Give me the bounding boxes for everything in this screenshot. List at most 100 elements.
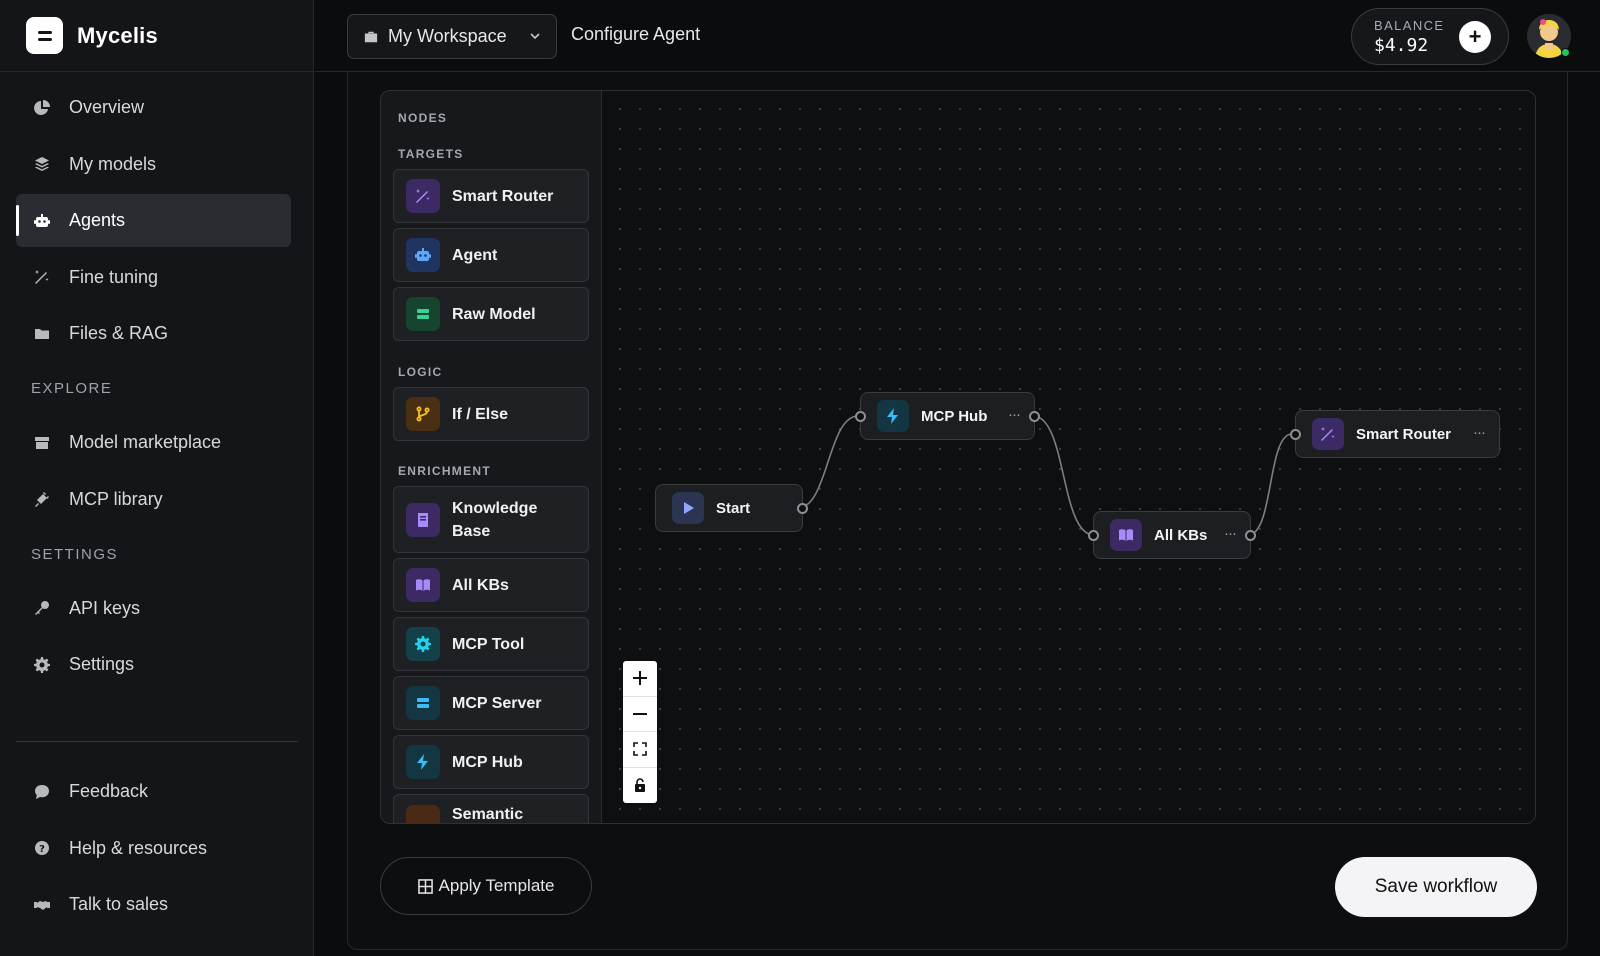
edge-all-kbs-smart-router [1247,433,1293,536]
lock-button[interactable] [623,768,657,804]
sidebar-item-label: API keys [69,597,141,618]
palette-item-label: MCP Tool [452,635,525,653]
handshake-icon [34,897,50,913]
edge-mcp-hub-all-kbs [1032,415,1095,536]
node-more-icon[interactable]: ··· [1008,406,1021,423]
palette-item-all-kbs[interactable]: All KBs [393,558,589,612]
palette-item-agent[interactable]: Agent [393,228,589,282]
output-handle[interactable] [1245,530,1256,541]
node-label: Start [716,499,751,517]
section-enrichment: ENRICHMENT [398,464,491,478]
apply-template-button[interactable]: Apply Template [380,857,592,915]
section-explore: EXPLORE [31,380,113,397]
input-handle[interactable] [1290,429,1301,440]
input-handle[interactable] [855,411,866,422]
node-label: MCP Hub [921,407,988,425]
book-icon [406,502,440,537]
brand[interactable]: Mycelis [0,0,313,72]
minus-icon [633,712,647,715]
sidebar-item-help[interactable]: ? Help & resources [16,822,291,875]
sidebar-item-label: Settings [69,654,135,674]
balance-label: BALANCE [1374,18,1445,33]
palette-item-raw-model[interactable]: Raw Model [393,287,589,341]
sidebar-item-label: Fine tuning [69,266,159,287]
open-book-icon [1110,519,1142,551]
node-smart-router[interactable]: Smart Router ··· [1290,410,1500,458]
section-logic: LOGIC [398,365,443,379]
sidebar-item-mcp-library[interactable]: MCP library [16,473,291,526]
sidebar-item-label: MCP library [69,488,163,509]
node-more-icon[interactable]: ··· [1224,525,1237,542]
palette-item-label: Smart Router [452,187,554,205]
sidebar-item-fine-tuning[interactable]: Fine tuning [16,251,291,304]
sidebar-item-label: Talk to sales [69,894,169,914]
zoom-out-button[interactable] [623,697,657,732]
sidebar-item-overview[interactable]: Overview [16,81,291,134]
node-more-icon[interactable]: ··· [1473,424,1486,441]
palette-item-label: MCP Hub [452,753,523,771]
plug-icon [34,491,50,507]
palette-item-label: If / Else [452,405,509,423]
robot-icon [406,238,440,272]
sidebar-item-feedback[interactable]: Feedback [16,765,291,818]
palette-title: NODES [398,111,448,125]
brand-logo-icon [26,17,63,54]
store-icon [34,435,50,451]
open-book-icon [406,568,440,602]
sidebar-item-agents[interactable]: Agents [16,194,291,247]
node-mcp-hub[interactable]: MCP Hub ··· [855,392,1040,440]
sidebar-item-label: Model marketplace [69,432,222,452]
wand-icon [34,269,50,285]
palette-item-knowledge-base[interactable]: Knowledge Base [393,486,589,553]
palette-item-semantic[interactable]: Semantic [393,794,589,823]
fit-view-icon [633,742,647,757]
git-branch-icon [406,397,440,431]
play-icon [672,492,704,524]
sidebar-item-my-models[interactable]: My models [16,138,291,191]
workflow-edges [797,415,1293,536]
palette-item-mcp-server[interactable]: MCP Server [393,676,589,730]
palette-item-label: Semantic [452,806,524,823]
online-status-dot [1561,48,1570,57]
output-handle[interactable] [797,503,808,514]
chat-icon [34,784,50,800]
palette-item-mcp-tool[interactable]: MCP Tool [393,617,589,671]
workflow-editor: NODES TARGETS Smart Router Agent Raw Mod… [380,90,1536,824]
node-all-kbs[interactable]: All KBs ··· [1088,511,1256,559]
pie-chart-icon [34,99,50,116]
gear-icon [34,656,50,673]
sidebar-item-settings[interactable]: Settings [16,638,291,691]
save-workflow-button[interactable]: Save workflow [1335,857,1537,917]
zoom-in-button[interactable] [623,661,657,697]
zoom-controls [623,661,657,803]
page-title: Configure Agent [571,24,701,44]
sidebar-item-talk-to-sales[interactable]: Talk to sales [16,878,291,931]
node-label: All KBs [1154,526,1208,544]
workspace-name: My Workspace [388,26,507,46]
svg-text:?: ? [39,844,45,855]
balance-value: $4.92 [1374,35,1429,56]
sidebar-item-model-marketplace[interactable]: Model marketplace [16,416,291,469]
workflow-canvas[interactable]: Start MCP Hub ··· All KBs ··· Smart Rout… [602,91,1535,823]
chevron-down-icon [530,33,540,40]
fit-view-button[interactable] [623,732,657,768]
template-grid-icon [417,878,433,894]
brand-name: Mycelis [77,22,158,48]
server-icon [406,686,440,720]
add-funds-button[interactable]: + [1459,21,1491,53]
sidebar-item-api-keys[interactable]: API keys [16,582,291,635]
sidebar-item-files-rag[interactable]: Files & RAG [16,307,291,360]
main-nav: Overview My models Agents Fine tuning Fi… [16,81,291,695]
apply-template-label: Apply Template [438,876,555,895]
output-handle[interactable] [1029,411,1040,422]
palette-item-smart-router[interactable]: Smart Router [393,169,589,223]
input-handle[interactable] [1088,530,1099,541]
palette-item-label: Agent [452,246,498,264]
palette-item-if-else[interactable]: If / Else [393,387,589,441]
palette-item-mcp-hub[interactable]: MCP Hub [393,735,589,789]
folder-icon [34,326,50,342]
node-start[interactable]: Start [655,484,808,532]
edge-start-mcp-hub [797,415,859,509]
sidebar-item-label: Help & resources [69,837,208,858]
workspace-switcher[interactable]: My Workspace [347,14,557,59]
